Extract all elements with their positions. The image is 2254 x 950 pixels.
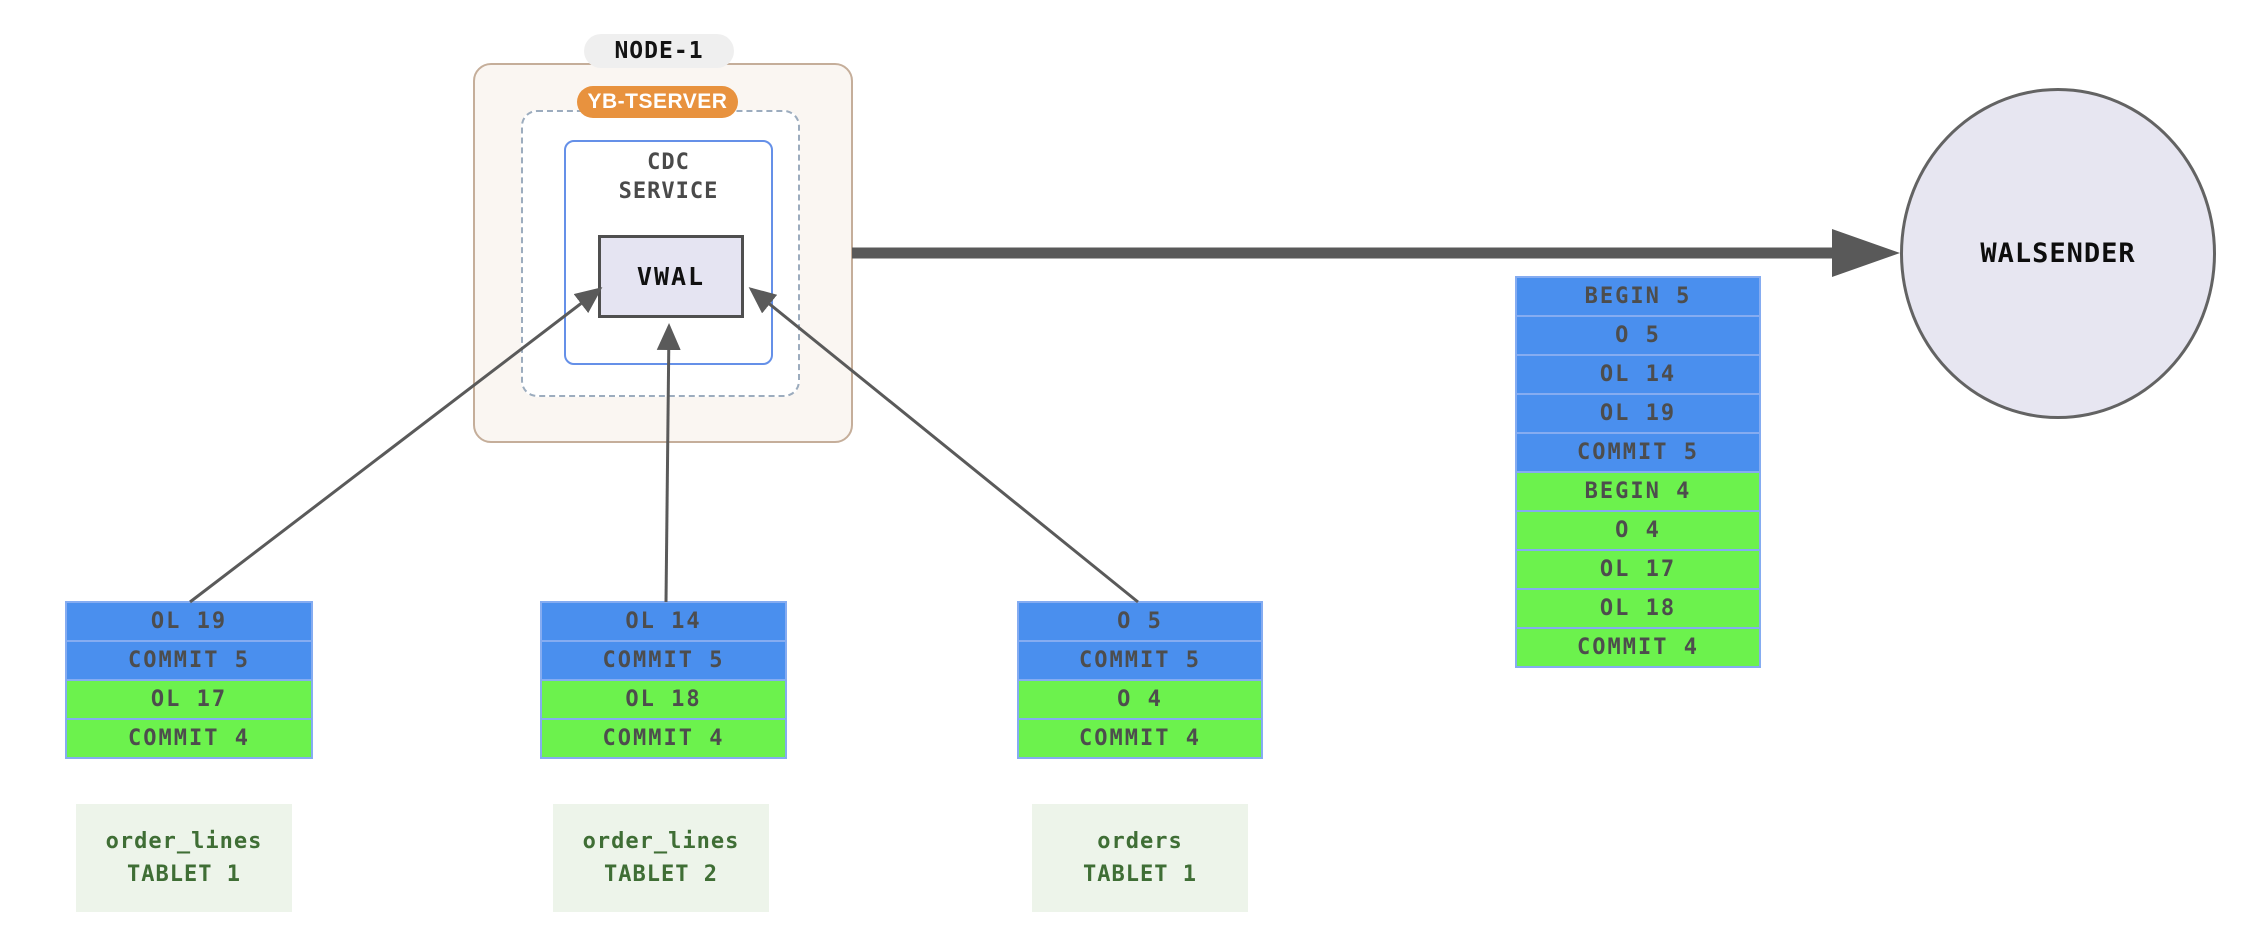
wal-record: OL 17 xyxy=(65,679,313,720)
wal-record: COMMIT 4 xyxy=(540,718,787,759)
wal-record: O 4 xyxy=(1017,679,1263,720)
wal-record: COMMIT 4 xyxy=(1017,718,1263,759)
wal-record: COMMIT 4 xyxy=(65,718,313,759)
wal-record: OL 19 xyxy=(1515,393,1761,434)
wal-record: O 5 xyxy=(1515,315,1761,356)
tablet-stack-order-lines-2: OL 14 COMMIT 5 OL 18 COMMIT 4 xyxy=(540,601,787,759)
wal-record: O 4 xyxy=(1515,510,1761,551)
wal-record: COMMIT 5 xyxy=(1515,432,1761,473)
wal-record: OL 14 xyxy=(1515,354,1761,395)
wal-record: O 5 xyxy=(1017,601,1263,642)
arrow-vwal-to-walsender xyxy=(852,229,1900,277)
wal-record: OL 14 xyxy=(540,601,787,642)
wal-record: OL 18 xyxy=(1515,588,1761,629)
merged-wal-stream-stack: BEGIN 5 O 5 OL 14 OL 19 COMMIT 5 BEGIN 4… xyxy=(1515,276,1761,668)
tablet-stack-orders-1: O 5 COMMIT 5 O 4 COMMIT 4 xyxy=(1017,601,1263,759)
tablet-caption-order-lines-2: order_lines TABLET 2 xyxy=(553,804,769,912)
node-1-label: NODE-1 xyxy=(584,34,734,68)
cdc-service-label: CDC SERVICE xyxy=(618,150,719,204)
wal-record: OL 19 xyxy=(65,601,313,642)
wal-record: BEGIN 5 xyxy=(1515,276,1761,317)
walsender-circle: WALSENDER xyxy=(1900,88,2216,419)
yb-tserver-badge: YB-TSERVER xyxy=(577,86,738,118)
tablet-caption-orders-1: orders TABLET 1 xyxy=(1032,804,1248,912)
vwal-box: VWAL xyxy=(598,235,744,318)
wal-record: COMMIT 4 xyxy=(1515,627,1761,668)
wal-record: OL 17 xyxy=(1515,549,1761,590)
wal-record: BEGIN 4 xyxy=(1515,471,1761,512)
wal-record: COMMIT 5 xyxy=(65,640,313,681)
tablet-stack-order-lines-1: OL 19 COMMIT 5 OL 17 COMMIT 4 xyxy=(65,601,313,759)
wal-record: OL 18 xyxy=(540,679,787,720)
tablet-caption-order-lines-1: order_lines TABLET 1 xyxy=(76,804,292,912)
wal-record: COMMIT 5 xyxy=(1017,640,1263,681)
wal-record: COMMIT 5 xyxy=(540,640,787,681)
